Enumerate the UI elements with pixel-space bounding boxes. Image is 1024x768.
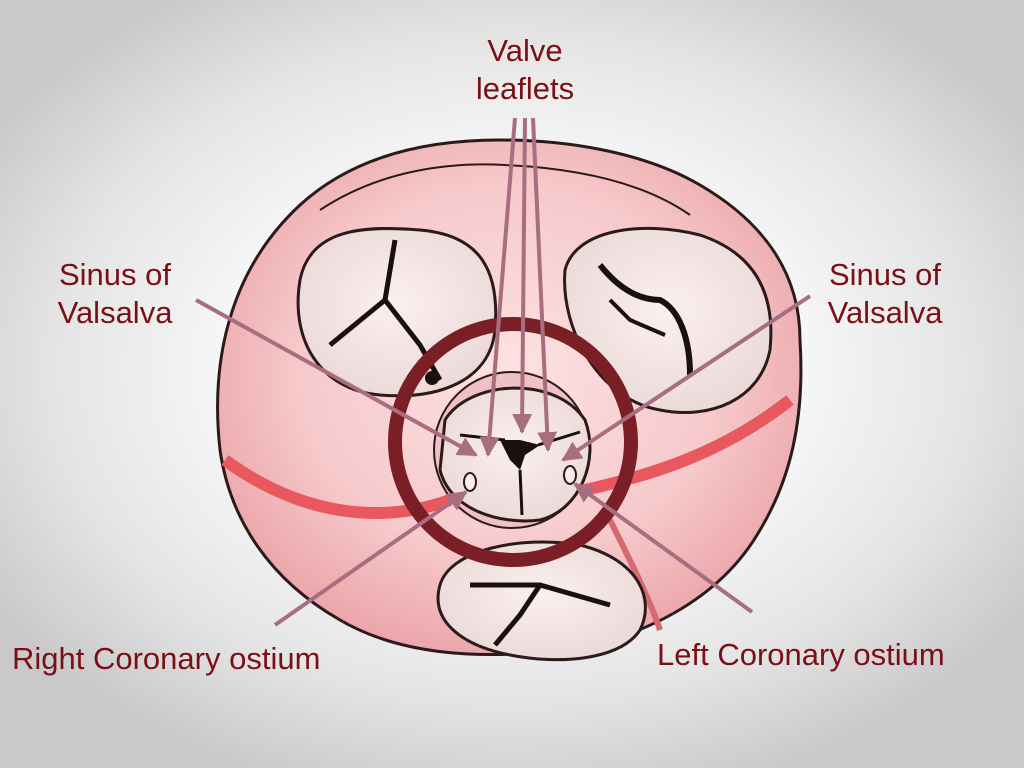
label-sinus-of-valsalva-left: Sinus of Valsalva (30, 256, 200, 332)
right-coronary-ostium (463, 472, 477, 492)
left-coronary-ostium (563, 465, 577, 485)
pointer-valve-leaflet-3 (531, 117, 558, 452)
label-sinus-left-line2: Valsalva (57, 295, 173, 330)
pointer-sinus-right (561, 294, 812, 462)
label-sinus-left-line1: Sinus of (58, 257, 171, 292)
label-sinus-of-valsalva-right: Sinus of Valsalva (800, 256, 970, 332)
pointer-right-coronary (273, 490, 468, 627)
aortic-valve (433, 371, 592, 529)
pointer-valve-leaflet-1 (479, 117, 517, 457)
pulmonary-valve (436, 540, 647, 662)
highlight-ring (388, 317, 638, 567)
label-valve-leaflets-line2: leaflets (475, 71, 575, 106)
label-valve-leaflets: Valve leaflets (440, 32, 610, 108)
pointer-lines (195, 117, 812, 627)
left-atrioventricular-valve (296, 227, 498, 398)
pointer-sinus-left (195, 298, 478, 457)
label-sinus-right-line1: Sinus of (828, 257, 941, 292)
label-valve-leaflets-line1: Valve (487, 33, 563, 68)
pointer-left-coronary (573, 482, 754, 614)
label-right-coronary-ostium: Right Coronary ostium (12, 641, 321, 676)
label-sinus-right-line2: Valsalva (827, 295, 943, 330)
right-atrioventricular-valve (563, 226, 773, 414)
label-left-coronary-ostium: Left Coronary ostium (657, 637, 945, 672)
pointer-valve-leaflet-2 (512, 117, 533, 434)
